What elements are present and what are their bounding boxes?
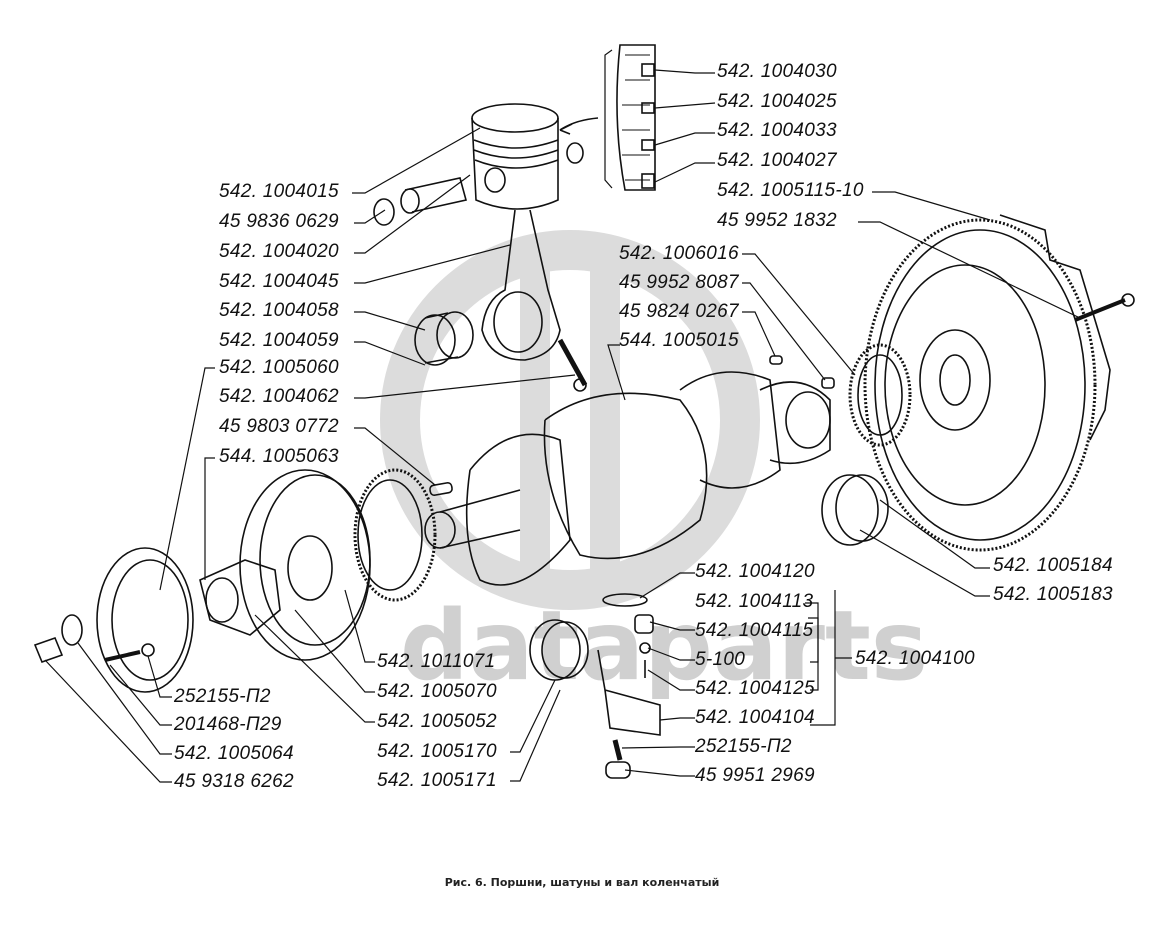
part-label: 201468-П29	[174, 714, 282, 735]
figure-caption: Рис. 6. Поршни, шатуны и вал коленчатый	[444, 876, 720, 889]
watermark-text: dataparts	[400, 590, 929, 702]
part-label: 45 9951 2969	[695, 765, 815, 786]
connecting-rod	[481, 209, 588, 392]
part-label: 542. 1006016	[619, 243, 739, 264]
rod-bearing-shells	[414, 311, 474, 366]
part-label: 45 9952 1832	[717, 210, 837, 231]
part-label: 542. 1005060	[219, 357, 339, 378]
part-label: 542. 1004115	[695, 620, 814, 641]
part-label: 542. 1005052	[377, 711, 497, 732]
part-label: 542. 1011071	[377, 651, 496, 672]
piston-pin	[373, 142, 584, 226]
crankshaft	[424, 355, 835, 586]
part-label: 542. 1004025	[717, 91, 837, 112]
part-label: 542. 1004030	[717, 61, 837, 82]
part-label: 542. 1004100	[855, 648, 975, 669]
part-label: 542. 1004027	[717, 150, 837, 171]
part-label: 544. 1005063	[219, 446, 339, 467]
part-label: 45 9318 6262	[174, 771, 294, 792]
part-label: 45 9824 0267	[619, 301, 739, 322]
part-label: 542. 1004059	[219, 330, 339, 351]
part-label: 542. 1005183	[993, 584, 1113, 605]
part-label: 542. 1004058	[219, 300, 339, 321]
front-pulley-assembly	[33, 468, 437, 693]
part-label: 542. 1004045	[219, 271, 339, 292]
part-label: 542. 1005070	[377, 681, 497, 702]
flywheel	[863, 214, 1135, 552]
part-label: 45 9803 0772	[219, 416, 339, 437]
part-label: 542. 1005171	[377, 770, 497, 791]
part-label: 542. 1004104	[695, 707, 815, 728]
part-label: 45 9952 8087	[619, 272, 739, 293]
crank-gear	[848, 343, 912, 447]
piston	[471, 103, 559, 210]
piston-ring-section	[559, 44, 656, 191]
part-label: 542. 1004015	[219, 181, 339, 202]
part-label: 542. 1004062	[219, 386, 339, 407]
part-label: 542. 1005064	[174, 743, 294, 764]
part-label: 542. 1004020	[219, 241, 339, 262]
part-label: 542. 1004113	[695, 591, 814, 612]
leader-lines	[44, 69, 1081, 783]
part-label: 252155-П2	[174, 686, 271, 707]
part-label: 542. 1005115-10	[717, 180, 864, 201]
part-label: 542. 1004120	[695, 561, 815, 582]
part-label: 542. 1004125	[695, 678, 815, 699]
part-label: 544. 1005015	[619, 330, 739, 351]
part-label: 5-100	[695, 649, 746, 670]
part-label: 542. 1005170	[377, 741, 497, 762]
part-label: 252155-П2	[695, 736, 792, 757]
part-label: 45 9836 0629	[219, 211, 339, 232]
part-label: 542. 1005184	[993, 555, 1113, 576]
part-label: 542. 1004033	[717, 120, 837, 141]
